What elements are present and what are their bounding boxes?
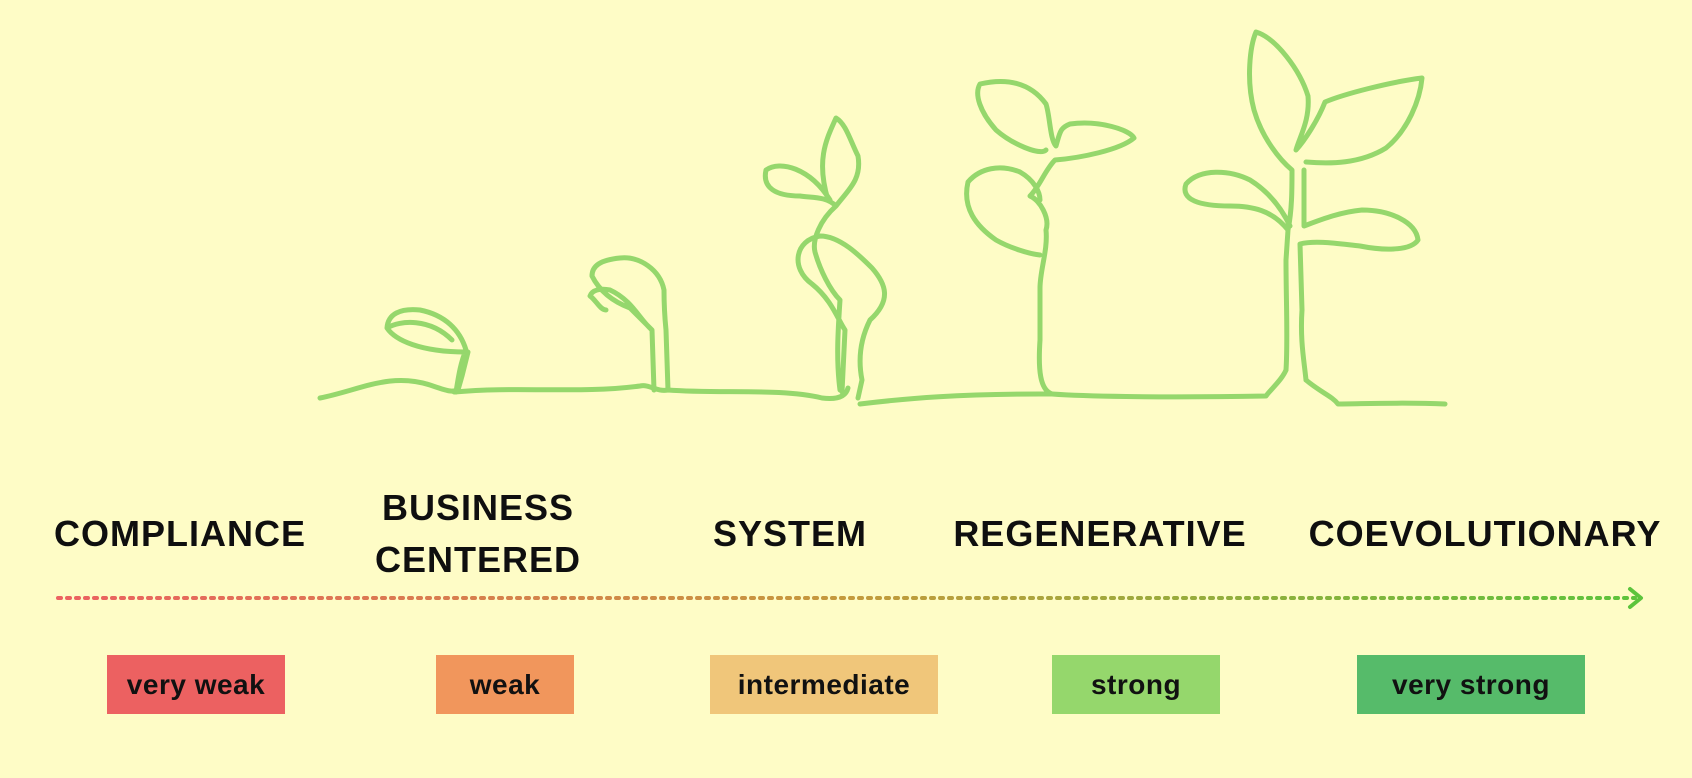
sprout-4 bbox=[964, 79, 1137, 397]
level-intermediate: intermediate bbox=[710, 655, 938, 714]
level-very-weak: very weak bbox=[107, 655, 285, 714]
stage-business-centered: BUSINESS CENTERED bbox=[374, 487, 582, 580]
level-weak: weak bbox=[436, 655, 574, 714]
stage-system: SYSTEM bbox=[712, 513, 868, 554]
stage-coevolutionary: COEVOLUTIONARY bbox=[1308, 513, 1662, 554]
stage-compliance: COMPLIANCE bbox=[54, 513, 306, 554]
arrow-head bbox=[1628, 587, 1643, 609]
sprout-1 bbox=[384, 307, 469, 395]
level-very-strong: very strong bbox=[1357, 655, 1585, 714]
level-strong: strong bbox=[1052, 655, 1220, 714]
sprout-2 bbox=[587, 255, 671, 393]
stage-regenerative: REGENERATIVE bbox=[953, 513, 1247, 554]
sprout-3 bbox=[762, 115, 887, 401]
sprout-5 bbox=[1182, 29, 1425, 383]
